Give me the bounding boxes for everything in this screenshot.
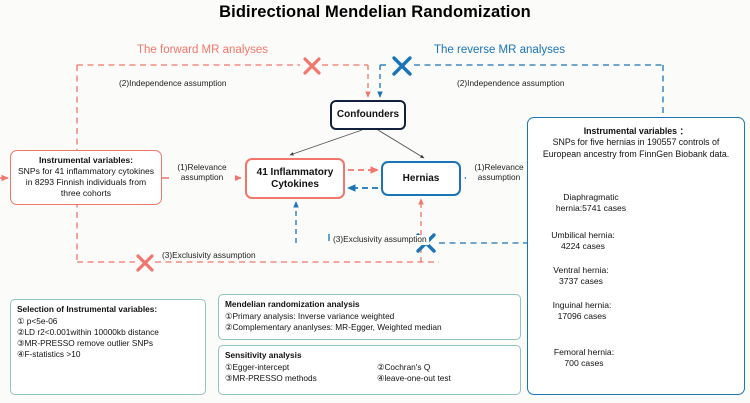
- hernia-label-inguinal-line1: Inguinal hernia:: [552, 300, 612, 310]
- selection-item-1: ① p<5e-06: [17, 316, 58, 327]
- selection-item-2: ②LD r2<0.001within 10000kb distance: [17, 327, 159, 338]
- node-confounders-label: Confounders: [336, 109, 400, 121]
- node-cytokines[interactable]: 41 Inflammatory Cytokines: [245, 158, 345, 199]
- node-cytokines-label: 41 Inflammatory Cytokines: [256, 167, 334, 190]
- node-hernias-label: Hernias: [402, 172, 440, 184]
- node-hernias[interactable]: Hernias: [381, 161, 461, 196]
- sensitivity-row-1: ①Egger-intercept ②Cochran's Q: [225, 362, 514, 373]
- label-exclusivity-left: (3)Exclusivity assumption: [160, 250, 258, 261]
- instrumental-variables-left: Instrumental variables: SNPs for 41 infl…: [10, 150, 162, 205]
- hernia-label-diaphragmatic-line1: Diaphragmatic: [563, 192, 619, 202]
- label-relevance-left: (1)Relevance assumption: [169, 162, 235, 183]
- page-title: Bidirectional Mendelian Randomization: [219, 3, 531, 21]
- sensitivity-row-2: ③MR-PRESSO methods ④leave-one-out test: [225, 373, 514, 384]
- iv-right-body: SNPs for five hernias in 190557 controls…: [542, 137, 730, 159]
- label-exclusivity-right: (3)Exclusivity assumption: [331, 234, 429, 245]
- hernia-label-femoral-line1: Femoral hernia:: [553, 347, 615, 357]
- selection-criteria-box: Selection of Instrumental variables: ① p…: [10, 299, 206, 395]
- caption-reverse: The reverse MR analyses: [434, 44, 566, 56]
- selection-item-4: ④F-statistics >10: [17, 349, 81, 360]
- confounders-to-cytokines-arrow: [289, 129, 363, 156]
- hernia-label-diaphragmatic-line2: hernia:5741 cases: [555, 202, 627, 213]
- hernia-label-inguinal: Inguinal hernia: 17096 cases: [540, 300, 624, 321]
- hernia-label-ventral-line1: Ventral hernia:: [553, 265, 609, 275]
- sensitivity-item-4: ④leave-one-out test: [377, 373, 451, 384]
- hernia-label-ventral-line2: 3737 cases: [559, 275, 603, 286]
- iv-left-head: Instrumental variables:: [38, 155, 134, 165]
- selection-item-3: ③MR-PRESSO remove outlier SNPs: [17, 338, 154, 349]
- iv-right-head: Instrumental variables ：: [583, 126, 689, 136]
- sensitivity-head: Sensitivity analysis: [225, 350, 302, 360]
- sensitivity-item-1: ①Egger-intercept: [225, 362, 290, 373]
- hernia-label-femoral-line2: 700 cases: [564, 357, 604, 368]
- sensitivity-item-3: ③MR-PRESSO methods: [225, 373, 317, 384]
- x-mark-forward-independence: [303, 57, 321, 75]
- node-confounders[interactable]: Confounders: [330, 100, 406, 130]
- hernia-label-umbilical-line2: 4224 cases: [561, 240, 605, 251]
- selection-head: Selection of Instrumental variables:: [17, 304, 158, 314]
- x-mark-forward-exclusivity: [136, 254, 154, 272]
- instrumental-variables-right: Instrumental variables ： SNPs for five h…: [527, 117, 745, 395]
- iv-left-body: SNPs for 41 inflammatory cytokines in 82…: [17, 166, 155, 198]
- label-independence-left: (2)Independence assumption: [117, 78, 229, 89]
- confounders-to-hernias-arrow: [377, 129, 425, 159]
- hernia-label-ventral: Ventral hernia: 3737 cases: [540, 265, 622, 286]
- label-relevance-right: (1)Relevance assumption: [466, 162, 532, 183]
- mr-item-1: ①Primary analysis: Inverse variance weig…: [225, 311, 395, 322]
- mr-item-2: ②Complementary ananlyses: MR-Egger, Weig…: [225, 322, 442, 333]
- hernia-label-inguinal-line2: 17096 cases: [557, 310, 607, 321]
- label-independence-right: (2)Independence assumption: [455, 78, 567, 89]
- sensitivity-item-2: ②Cochran's Q: [377, 362, 431, 373]
- hernia-label-umbilical: Umbilical hernia: 4224 cases: [540, 230, 626, 251]
- hernia-label-umbilical-line1: Umbilical hernia:: [551, 230, 615, 240]
- hernia-label-diaphragmatic: Diaphragmatic hernia:5741 cases: [549, 192, 633, 213]
- sensitivity-analysis-box: Sensitivity analysis ①Egger-intercept ②C…: [218, 345, 521, 395]
- x-mark-reverse-independence: [392, 56, 412, 76]
- mr-head: Mendelian randomization analysis: [225, 299, 360, 309]
- hernia-label-femoral: Femoral hernia: 700 cases: [542, 347, 626, 368]
- mr-analysis-box: Mendelian randomization analysis ①Primar…: [218, 294, 521, 340]
- caption-forward: The forward MR analyses: [137, 44, 269, 56]
